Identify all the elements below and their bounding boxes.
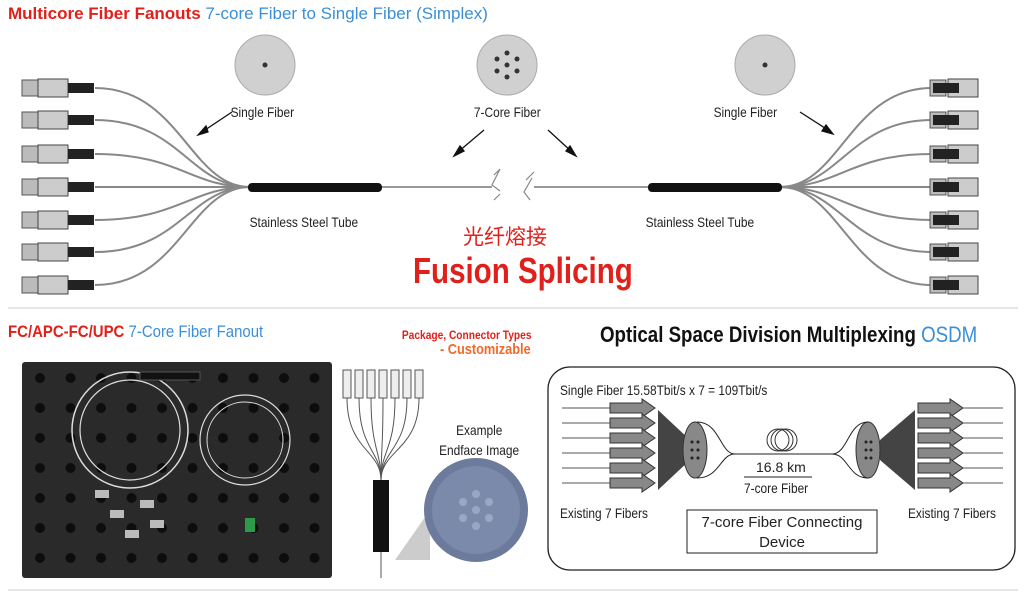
fc-connector — [929, 177, 979, 197]
fanout-title-blue: 7-Core Fiber Fanout — [128, 322, 264, 341]
fiber-strand — [779, 186, 933, 286]
steel-tube-right — [648, 183, 782, 192]
fiber-strand — [779, 119, 933, 188]
fanout-title: FC/APC-FC/UPC 7-Core Fiber Fanout — [8, 322, 263, 342]
osdm-distance: 16.8 km — [756, 459, 806, 475]
steel-tube-left — [248, 183, 382, 192]
endface-label-2: Endface Image — [439, 442, 520, 458]
fiber-strand — [94, 153, 251, 188]
fiber-strand — [94, 186, 251, 221]
title-red: Multicore Fiber Fanouts — [8, 4, 201, 23]
fanout-product-photo — [22, 362, 332, 578]
endface-image — [424, 458, 528, 562]
fiber-strand — [779, 186, 933, 253]
fc-connector — [21, 210, 94, 230]
fiber-strand — [94, 186, 251, 253]
fiber-strand — [94, 87, 251, 188]
fiber-strand — [779, 186, 933, 221]
osdm-fiber-type: 7-core Fiber — [744, 480, 809, 496]
fc-connector — [21, 78, 94, 98]
fanout-sketch — [342, 369, 430, 578]
single-fiber-cross-section-left — [234, 34, 296, 96]
fiber-strand — [94, 119, 251, 188]
osdm-title-blue: OSDM — [921, 322, 978, 347]
fc-connector — [929, 275, 979, 295]
label-7core-fiber: 7-Core Fiber — [473, 104, 541, 120]
pointer-arrows — [195, 111, 835, 158]
osdm-existing-right: Existing 7 Fibers — [908, 505, 996, 521]
label-tube-left: Stainless Steel Tube — [249, 214, 359, 230]
fc-connectors — [21, 78, 979, 295]
fanout-fibers — [94, 87, 933, 286]
osdm-existing-left: Existing 7 Fibers — [560, 505, 648, 521]
label-single-fiber-right: Single Fiber — [713, 104, 778, 120]
fc-connector — [21, 144, 94, 164]
fc-connector — [929, 242, 979, 262]
customizable-note: - Customizable — [440, 341, 531, 358]
fc-connector — [21, 177, 94, 197]
osdm-device-label: 7-core Fiber Connecting Device — [701, 514, 863, 551]
fiber-strand — [94, 186, 251, 286]
fiber-strand — [779, 153, 933, 188]
fc-connector — [21, 110, 94, 130]
fiber-strand — [779, 87, 933, 188]
fc-connector — [21, 242, 94, 262]
fc-connector — [929, 110, 979, 130]
fc-connector — [21, 275, 94, 295]
fc-connector — [929, 144, 979, 164]
page-title: Multicore Fiber Fanouts 7-core Fiber to … — [8, 4, 488, 24]
fc-connector — [929, 210, 979, 230]
osdm-diagram — [547, 366, 1016, 571]
endface-label-1: Example — [456, 422, 503, 438]
label-tube-right: Stainless Steel Tube — [645, 214, 755, 230]
osdm-title: Optical Space Division Multiplexing OSDM — [600, 322, 977, 348]
title-blue: 7-core Fiber to Single Fiber (Simplex) — [205, 4, 488, 23]
fc-connector — [929, 78, 979, 98]
osdm-title-black: Optical Space Division Multiplexing — [600, 322, 916, 347]
single-fiber-cross-section-right — [734, 34, 796, 96]
fanout-title-red: FC/APC-FC/UPC — [8, 322, 125, 341]
fusion-chinese: 光纤熔接 — [463, 226, 547, 249]
package-note: Package, Connector Types — [401, 328, 531, 342]
fusion-splicing-heading: Fusion Splicing — [413, 250, 633, 291]
seven-core-cross-section — [476, 34, 538, 96]
label-single-fiber-left: Single Fiber — [230, 104, 295, 120]
osdm-capacity: Single Fiber 15.58Tbit/s x 7 = 109Tbit/s — [560, 382, 768, 398]
